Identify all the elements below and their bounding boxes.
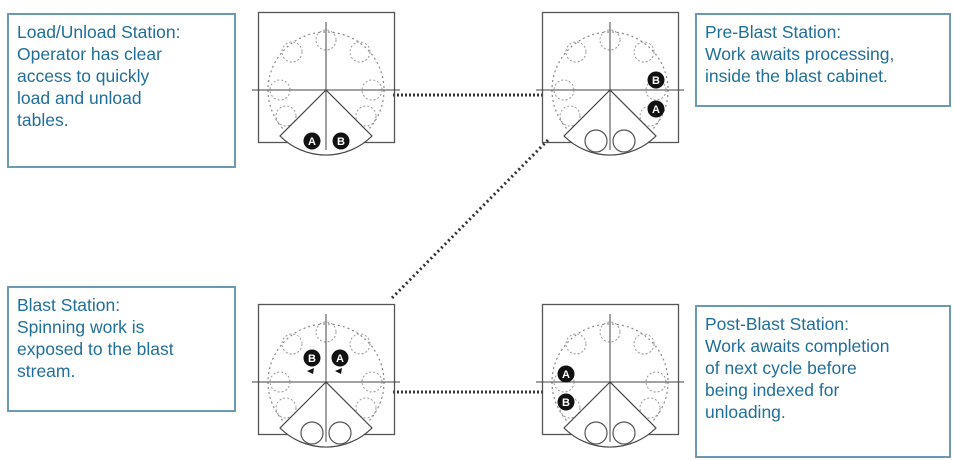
table-position [281, 333, 303, 355]
rotation-arrow [307, 368, 314, 374]
table-marker-disc [332, 132, 350, 150]
callout-line: Work awaits completion [705, 336, 890, 356]
rotation-arrow [335, 368, 342, 374]
callout-line: tables. [17, 110, 69, 130]
table-position [275, 397, 297, 419]
table-marker: A [557, 365, 575, 383]
table-marker: B [647, 71, 665, 89]
station-pre-blast: BA [536, 11, 684, 156]
empty-table [612, 421, 636, 445]
callout-line: inside the blast cabinet. [705, 66, 888, 86]
table-position [349, 333, 371, 355]
table-position [553, 371, 575, 393]
table-marker-disc [331, 349, 349, 367]
table-marker-label: B [652, 75, 660, 87]
callout-title: Post-Blast Station: [705, 314, 849, 334]
table-marker: A [303, 132, 321, 150]
empty-table [300, 421, 324, 445]
table-marker-label: A [652, 104, 660, 116]
empty-table [584, 421, 608, 445]
empty-table [328, 421, 352, 445]
callout-line: stream. [17, 361, 76, 381]
table-position [269, 371, 291, 393]
table-position [315, 29, 337, 51]
callout-pre-blast: Pre-Blast Station: Work awaits processin… [695, 13, 951, 107]
table-position [559, 105, 581, 127]
callout-line: Work awaits processing, [705, 44, 895, 64]
table-position [639, 397, 661, 419]
table-marker: A [647, 100, 665, 118]
table-position [553, 79, 575, 101]
callout-load-unload: Load/Unload Station: Operator has clear … [7, 13, 236, 168]
callout-title: Blast Station: [17, 295, 121, 315]
table-position [599, 321, 621, 343]
callout-line: load and unload [17, 88, 142, 108]
table-position [275, 105, 297, 127]
table-marker-disc [557, 393, 575, 411]
callout-line: access to quickly [17, 66, 150, 86]
table-position [361, 79, 383, 101]
table-marker-label: A [562, 369, 570, 381]
callout-line: of next cycle before [705, 358, 857, 378]
callout-blast: Blast Station: Spinning work is exposed … [7, 286, 236, 412]
table-marker-disc [647, 71, 665, 89]
table-position [599, 29, 621, 51]
empty-table [612, 129, 636, 153]
table-marker-label: A [308, 136, 316, 148]
callout-line: being indexed for [705, 380, 840, 400]
table-marker: B [557, 393, 575, 411]
connector-preblast-to-blast [388, 138, 550, 302]
callout-title: Load/Unload Station: [17, 22, 181, 42]
callout-line: Spinning work is [17, 317, 145, 337]
table-position [355, 105, 377, 127]
table-position [633, 41, 655, 63]
table-marker-disc [303, 349, 321, 367]
table-position [565, 41, 587, 63]
callout-line: exposed to the blast [17, 339, 174, 359]
callout-title: Pre-Blast Station: [705, 22, 842, 42]
table-position [355, 397, 377, 419]
table-position [645, 79, 667, 101]
table-marker-disc [303, 132, 321, 150]
table-position [349, 41, 371, 63]
station-post-blast: AB [536, 303, 684, 448]
table-marker: B [332, 132, 350, 150]
table-position [559, 397, 581, 419]
table-position [281, 41, 303, 63]
table-position [565, 333, 587, 355]
table-marker-disc [647, 100, 665, 118]
empty-table [584, 129, 608, 153]
table-marker-disc [557, 365, 575, 383]
table-position [361, 371, 383, 393]
table-marker-label: B [308, 353, 316, 365]
table-marker-label: B [337, 136, 345, 148]
table-marker-label: A [336, 353, 344, 365]
table-position [315, 321, 337, 343]
callout-line: Operator has clear [17, 44, 162, 64]
table-position [633, 333, 655, 355]
table-marker: A [331, 349, 349, 367]
callout-post-blast: Post-Blast Station: Work awaits completi… [695, 305, 951, 458]
callout-line: unloading. [705, 402, 786, 422]
table-position [645, 371, 667, 393]
table-position [269, 79, 291, 101]
table-marker: B [303, 349, 321, 367]
table-marker-label: B [562, 397, 570, 409]
